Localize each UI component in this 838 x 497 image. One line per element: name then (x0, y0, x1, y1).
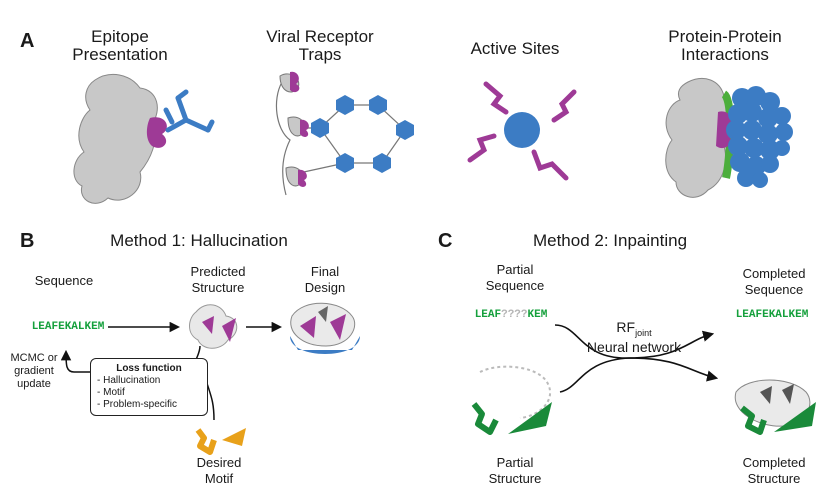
rf-joint-label: RFjoint (616, 319, 652, 338)
panel-label-a: A (20, 30, 35, 52)
method2-heading: Method 2: Inpainting (532, 231, 688, 250)
sequence-label: Sequence (34, 273, 94, 288)
partial-seq-tail: KEM (527, 309, 548, 321)
epitope-protein-blob (73, 73, 158, 204)
predicted-structure-icon (189, 304, 238, 349)
active-sites-title: Active Sites (470, 39, 560, 58)
partial-seq-mask: ???? (501, 309, 528, 321)
loss-item: - Problem-specific (97, 399, 178, 410)
loss-function-title: Loss function (116, 363, 182, 374)
partial-sequence: LEAF????KEM (456, 306, 566, 324)
loss-item: - Motif (97, 387, 125, 398)
completed-sequence: LEAFEKALKEM (735, 309, 809, 321)
loss-item: - Hallucination (97, 375, 161, 386)
method1-heading: Method 1: Hallucination (110, 231, 288, 250)
receptor-binders (279, 71, 309, 187)
hallucination-sequence: LEAFEKALKEM (31, 321, 105, 333)
desired-motif-icon (195, 428, 246, 455)
loss-function-box: Loss function - Hallucination - Motif - … (90, 358, 208, 416)
antibody-icon (163, 89, 215, 133)
rf-network-arrows (554, 324, 719, 393)
partial-seq-head: LEAF (474, 309, 502, 321)
ppi-blue-protein (726, 86, 793, 188)
panel-label-b: B (20, 230, 35, 252)
partial-structure-icon (471, 365, 552, 435)
completed-structure-icon (734, 379, 816, 435)
final-design-icon (290, 302, 360, 354)
panel-label-c: C (438, 230, 453, 252)
receptor-hexagons (311, 95, 414, 173)
active-site-residues (467, 81, 577, 181)
active-site-ligand (504, 112, 540, 148)
neural-network-label: Neural network (586, 339, 682, 355)
epitope-motif (146, 117, 167, 148)
